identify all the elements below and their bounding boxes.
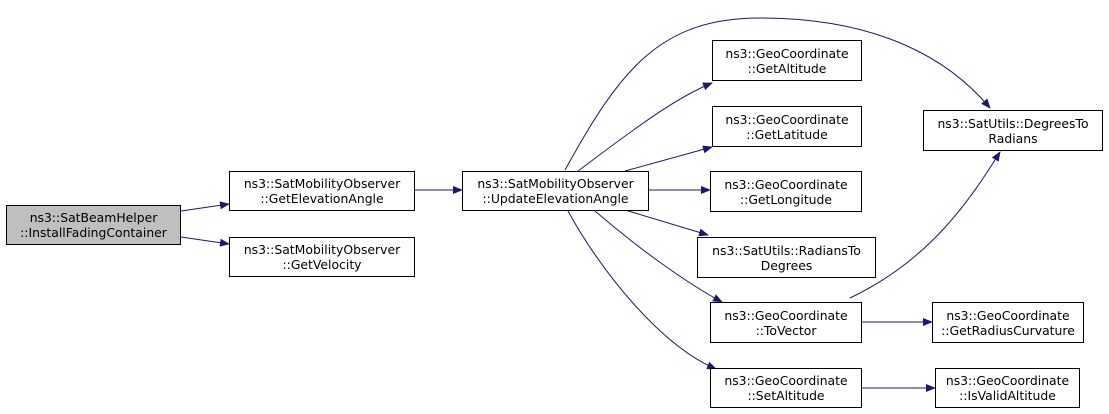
node-radians-to-degrees-line1: ns3::SatUtils::RadiansTo: [712, 242, 861, 258]
node-to-vector-line2: ::ToVector: [755, 322, 817, 338]
edge-update-to-to-vector: [594, 210, 723, 303]
node-get-longitude-line2: ::GetLongitude: [739, 191, 833, 207]
edge-to-vector-to-degrees-to-radians: [849, 151, 1001, 299]
node-set-altitude-line1: ns3::GeoCoordinate: [724, 373, 848, 388]
node-update-elevation-angle-line1: ns3::SatMobilityObserver: [477, 176, 634, 191]
edge-update-to-set-altitude: [567, 210, 717, 370]
node-get-altitude-line1: ns3::GeoCoordinate: [725, 45, 849, 61]
node-get-longitude-line1: ns3::GeoCoordinate: [724, 176, 848, 192]
node-install-fading-container: ns3::SatBeamHelper ::InstallFadingContai…: [6, 205, 181, 245]
node-get-velocity[interactable]: ns3::SatMobilityObserver ::GetVelocity: [229, 237, 415, 277]
node-get-elevation-angle-line1: ns3::SatMobilityObserver: [243, 176, 401, 191]
node-get-latitude[interactable]: ns3::GeoCoordinate ::GetLatitude: [712, 106, 862, 147]
node-get-latitude-line1: ns3::GeoCoordinate: [725, 111, 849, 127]
node-to-vector-line1: ns3::GeoCoordinate: [724, 307, 848, 323]
node-get-latitude-line2: ::GetLatitude: [746, 126, 828, 142]
edge-update-to-radians-to-degrees: [624, 209, 709, 237]
node-update-elevation-angle-line2: ::UpdateElevationAngle: [482, 191, 629, 206]
node-is-valid-altitude-line1: ns3::GeoCoordinate: [945, 373, 1070, 388]
node-get-velocity-line1: ns3::SatMobilityObserver: [243, 242, 401, 257]
node-degrees-to-radians[interactable]: ns3::SatUtils::DegreesTo Radians: [923, 110, 1103, 151]
node-degrees-to-radians-line2: Radians: [988, 130, 1038, 146]
node-get-radius-curvature[interactable]: ns3::GeoCoordinate ::GetRadiusCurvature: [932, 302, 1084, 343]
node-is-valid-altitude[interactable]: ns3::GeoCoordinate ::IsValidAltitude: [935, 368, 1080, 408]
node-get-altitude[interactable]: ns3::GeoCoordinate ::GetAltitude: [712, 40, 862, 81]
node-update-elevation-angle[interactable]: ns3::SatMobilityObserver ::UpdateElevati…: [462, 171, 649, 211]
node-get-radius-curvature-line2: ::GetRadiusCurvature: [941, 322, 1075, 338]
node-set-altitude[interactable]: ns3::GeoCoordinate ::SetAltitude: [710, 368, 862, 408]
node-radians-to-degrees-line2: Degrees: [760, 257, 813, 273]
node-is-valid-altitude-line2: ::IsValidAltitude: [959, 388, 1056, 403]
node-get-radius-curvature-line1: ns3::GeoCoordinate: [946, 307, 1070, 323]
node-install-fading-container-line2: ::InstallFadingContainer: [20, 225, 167, 240]
node-set-altitude-line2: ::SetAltitude: [747, 388, 825, 403]
node-install-fading-container-line1: ns3::SatBeamHelper: [29, 210, 158, 225]
node-radians-to-degrees[interactable]: ns3::SatUtils::RadiansTo Degrees: [697, 237, 876, 278]
edge-install-to-get-elevation: [180, 201, 230, 212]
node-get-longitude[interactable]: ns3::GeoCoordinate ::GetLongitude: [710, 171, 862, 212]
node-get-elevation-angle-line2: ::GetElevationAngle: [260, 191, 384, 206]
node-to-vector[interactable]: ns3::GeoCoordinate ::ToVector: [710, 302, 862, 343]
node-degrees-to-radians-line1: ns3::SatUtils::DegreesTo: [937, 115, 1089, 131]
node-get-velocity-line2: ::GetVelocity: [282, 257, 362, 272]
node-get-elevation-angle[interactable]: ns3::SatMobilityObserver ::GetElevationA…: [229, 171, 415, 211]
edge-update-to-degrees-to-radians: [564, 17, 991, 171]
node-get-altitude-line2: ::GetAltitude: [747, 60, 827, 76]
edge-install-to-get-velocity: [180, 236, 230, 247]
edge-update-to-get-altitude: [573, 82, 713, 175]
edge-update-to-get-latitude: [624, 145, 713, 172]
